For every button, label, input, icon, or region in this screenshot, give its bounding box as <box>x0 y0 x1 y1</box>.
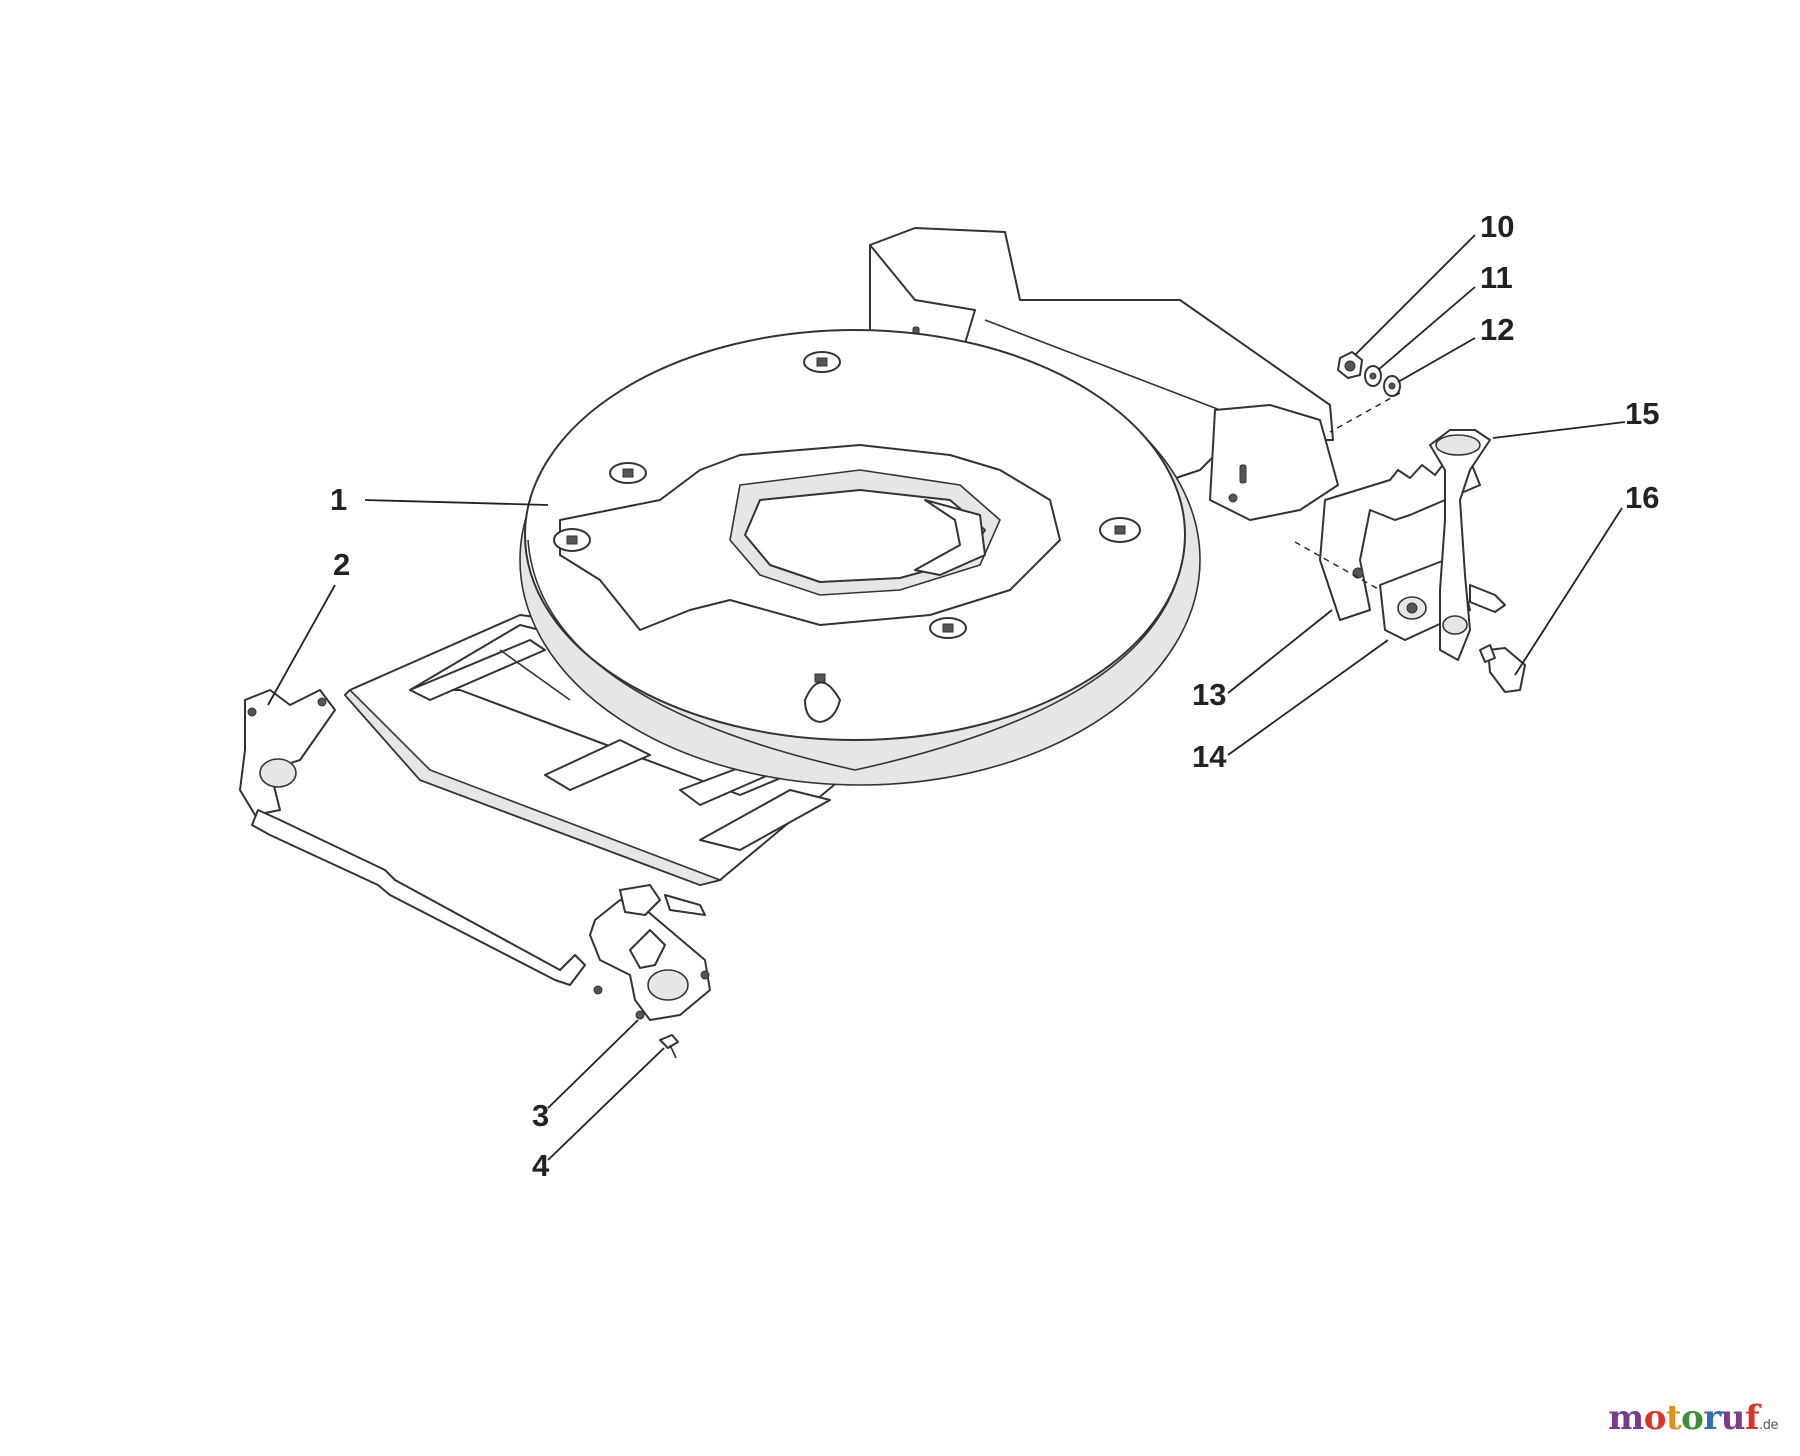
height-adjuster <box>1294 351 1526 693</box>
front-axle-assembly <box>239 689 711 1021</box>
callout-16: 16 <box>1625 480 1659 515</box>
callout-14: 14 <box>1192 739 1227 774</box>
callout-4: 4 <box>532 1148 550 1183</box>
callout-1: 1 <box>330 482 347 517</box>
watermark-logo: motoruf.de <box>1608 1398 1778 1438</box>
callout-3: 3 <box>532 1098 549 1133</box>
callout-13: 13 <box>1192 677 1226 712</box>
deck-knobs <box>553 351 1141 723</box>
callout-11: 11 <box>1480 260 1513 295</box>
callout-2: 2 <box>333 547 350 582</box>
callout-12: 12 <box>1480 312 1514 347</box>
callout-15: 15 <box>1625 396 1659 431</box>
leader-lines <box>267 234 1626 1161</box>
screw-4 <box>659 1034 679 1059</box>
mower-deck <box>519 329 1201 786</box>
callout-10: 10 <box>1480 209 1514 244</box>
callout-labels: 1 2 3 4 10 11 12 13 14 15 16 <box>330 209 1659 1183</box>
